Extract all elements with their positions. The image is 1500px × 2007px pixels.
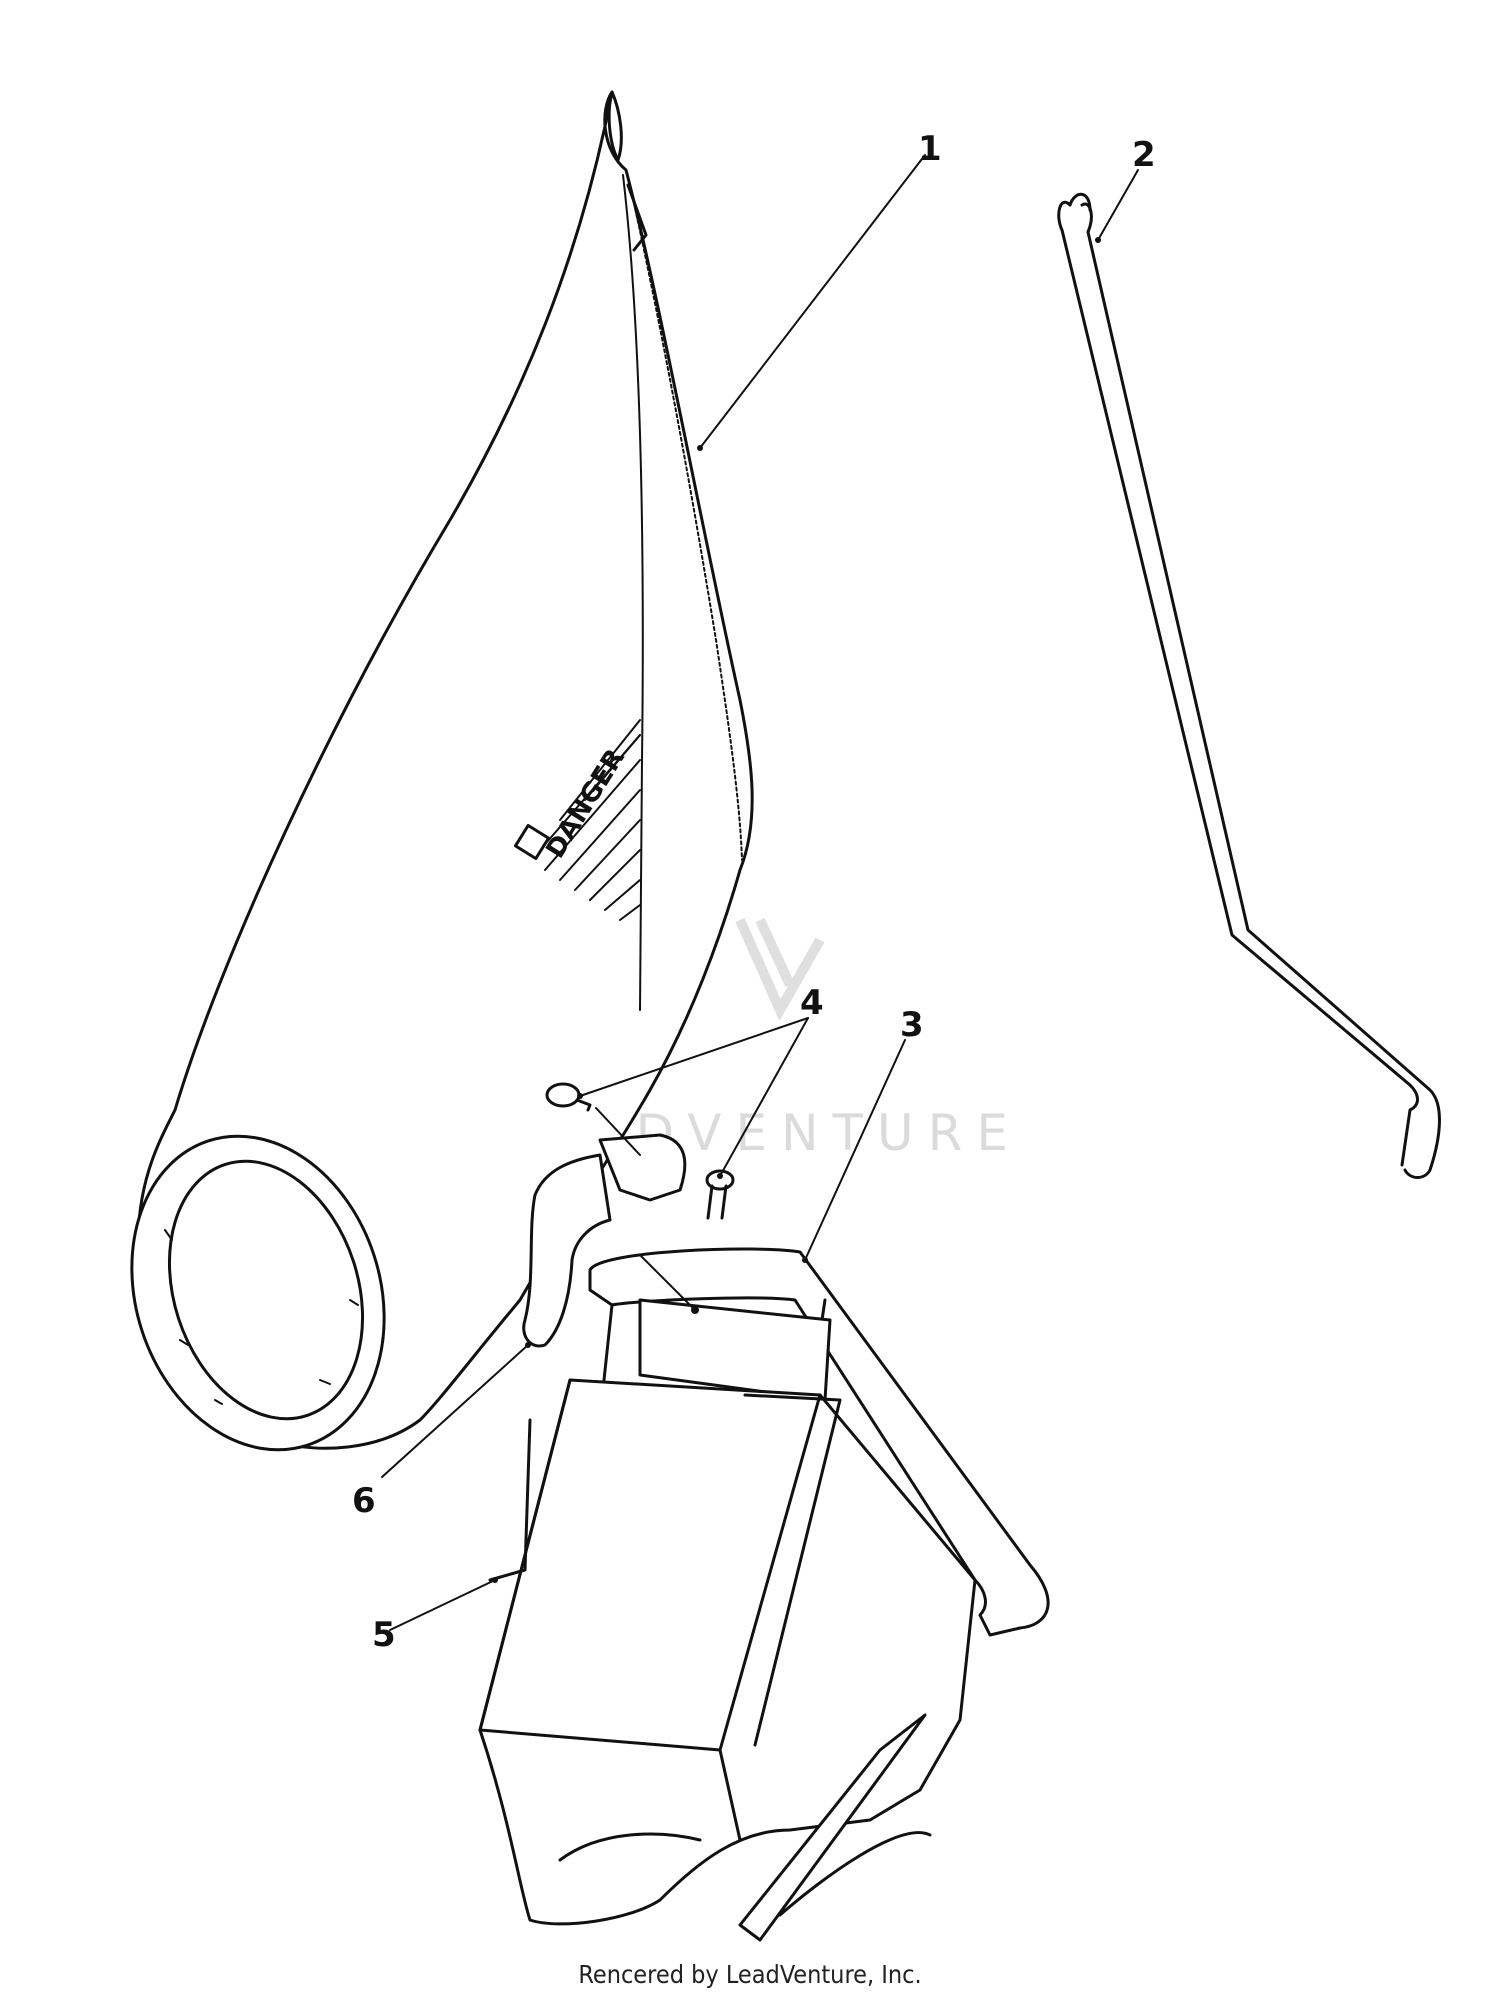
callout-6: 6 — [352, 1481, 376, 1521]
render-credit: Rencered by LeadVenture, Inc. — [578, 1960, 922, 1989]
callout-1: 1 — [918, 129, 942, 169]
callout-4: 4 — [800, 983, 824, 1023]
grass-bag: DANGER — [130, 90, 754, 1452]
callout-2: 2 — [1132, 135, 1156, 175]
leader-lines — [381, 154, 1139, 1631]
chute — [478, 1298, 977, 1942]
callout-3: 3 — [900, 1005, 924, 1045]
rivets — [545, 1082, 735, 1220]
callout-5: 5 — [372, 1615, 396, 1655]
callouts: 1 2 3 4 5 6 — [352, 129, 1156, 1655]
support-rod — [1057, 192, 1441, 1179]
clip — [522, 1133, 687, 1348]
